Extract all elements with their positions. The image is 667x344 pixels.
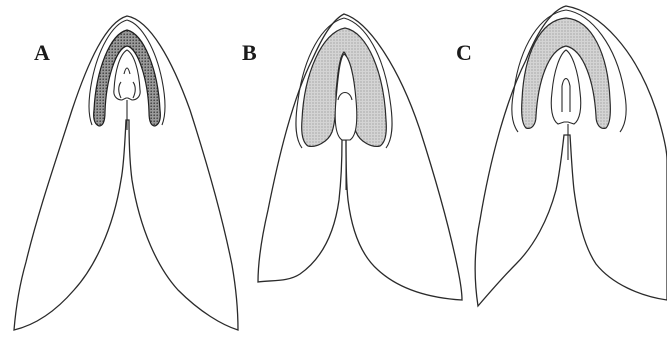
panel-b-label: B bbox=[242, 40, 257, 65]
panel-c-outer-outline bbox=[475, 6, 667, 306]
panel-c: C bbox=[456, 6, 667, 306]
panel-b: B bbox=[242, 14, 462, 300]
panel-a: A bbox=[14, 16, 238, 330]
panel-a-label: A bbox=[34, 40, 50, 65]
panel-c-label: C bbox=[456, 40, 472, 65]
